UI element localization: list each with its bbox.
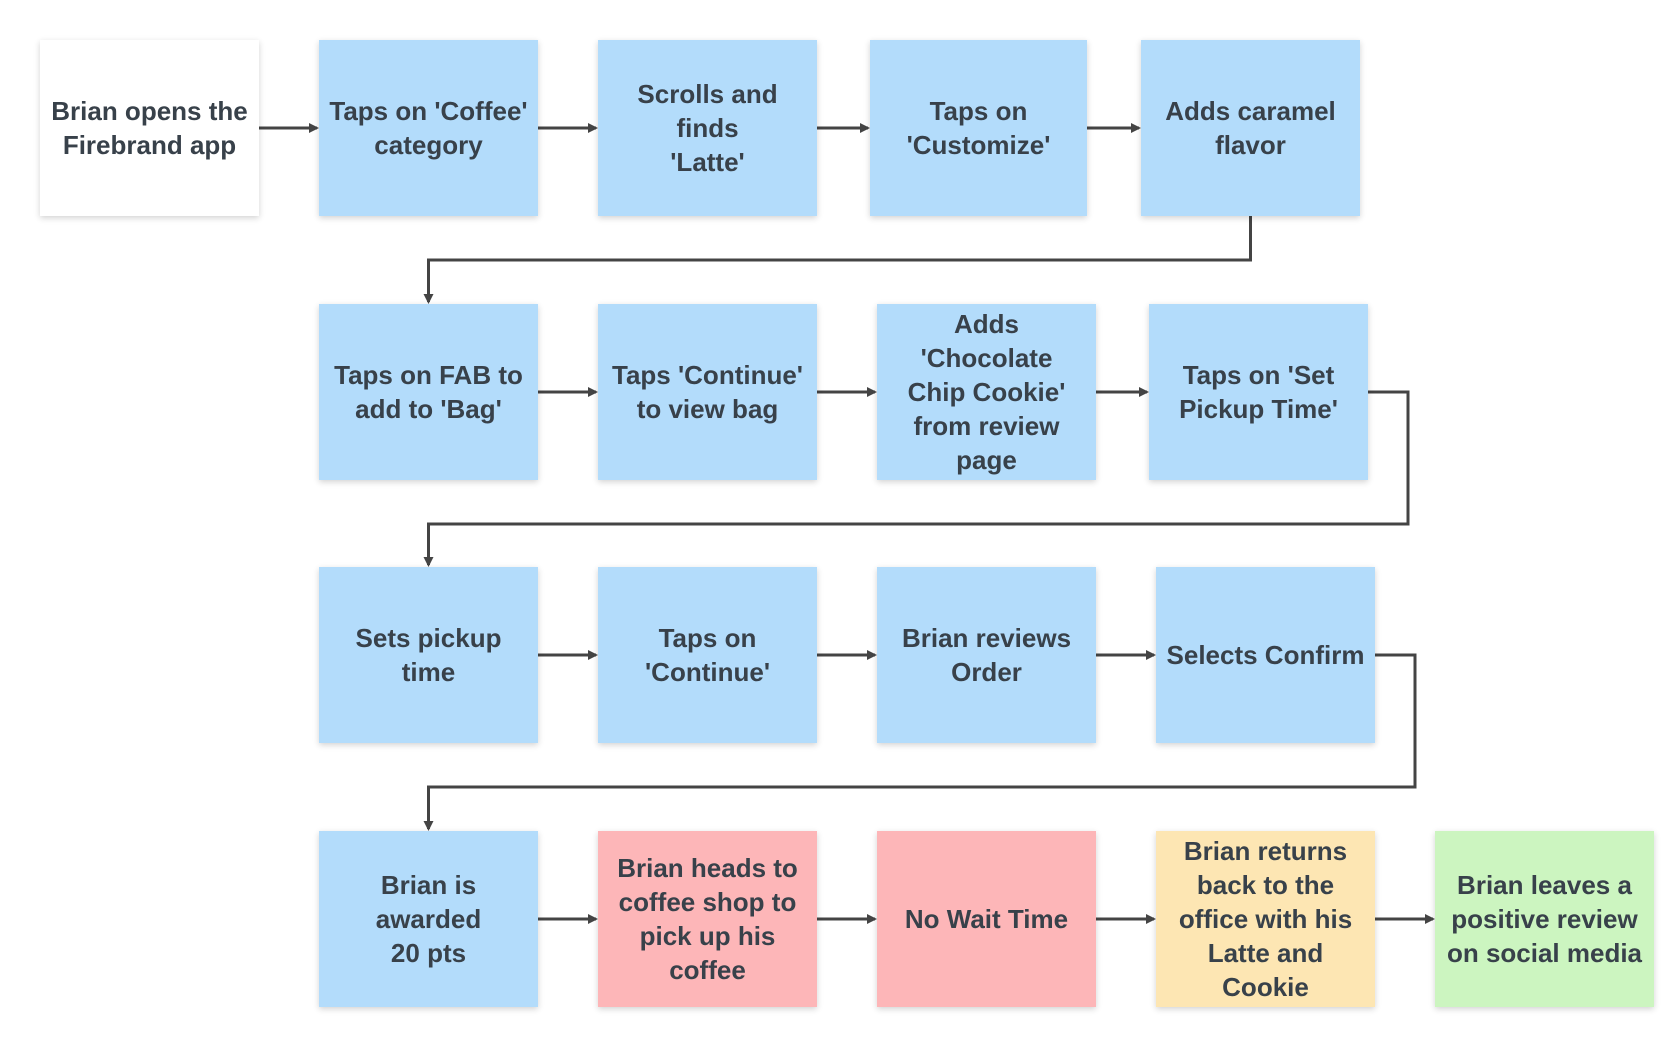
flow-step-4: Taps on 'Customize' xyxy=(870,40,1087,216)
flow-step-label: Brian heads to coffee shop to pick up hi… xyxy=(617,853,798,985)
flow-step-3: Scrolls and finds 'Latte' xyxy=(598,40,817,216)
flow-step-9: Taps on 'Set Pickup Time' xyxy=(1149,304,1368,480)
flow-step-18: Brian leaves a positive review on social… xyxy=(1435,831,1654,1007)
flow-step-17: Brian returns back to the office with hi… xyxy=(1156,831,1375,1007)
flow-step-label: Brian returns back to the office with hi… xyxy=(1178,836,1353,1002)
flow-step-10: Sets pickup time xyxy=(319,567,538,743)
flow-step-8: Adds 'Chocolate Chip Cookie' from review… xyxy=(877,304,1096,480)
flow-step-label: Selects Confirm xyxy=(1166,640,1365,670)
flow-step-7: Taps 'Continue' to view bag xyxy=(598,304,817,480)
flow-step-12: Brian reviews Order xyxy=(877,567,1096,743)
flow-step-label: Adds 'Chocolate Chip Cookie' from review… xyxy=(907,309,1066,475)
flow-step-label: Taps on 'Customize' xyxy=(906,96,1051,160)
flow-step-label: Taps on 'Coffee' category xyxy=(329,96,528,160)
flow-step-13: Selects Confirm xyxy=(1156,567,1375,743)
flow-step-15: Brian heads to coffee shop to pick up hi… xyxy=(598,831,817,1007)
flow-wrap-arrow xyxy=(423,216,1252,304)
flow-step-label: Taps on 'Set Pickup Time' xyxy=(1179,360,1338,424)
flow-step-label: Brian opens the Firebrand app xyxy=(51,96,248,160)
flow-step-14: Brian is awarded 20 pts xyxy=(319,831,538,1007)
flow-step-1: Brian opens the Firebrand app xyxy=(40,40,259,216)
flow-step-6: Taps on FAB to add to 'Bag' xyxy=(319,304,538,480)
flow-step-label: Taps on FAB to add to 'Bag' xyxy=(334,360,523,424)
flow-step-5: Adds caramel flavor xyxy=(1141,40,1360,216)
flow-step-label: Adds caramel flavor xyxy=(1165,96,1336,160)
flow-step-11: Taps on 'Continue' xyxy=(598,567,817,743)
flow-step-16: No Wait Time xyxy=(877,831,1096,1007)
flow-step-label: Taps 'Continue' to view bag xyxy=(612,360,803,424)
flow-step-label: Sets pickup time xyxy=(355,623,502,687)
flow-step-2: Taps on 'Coffee' category xyxy=(319,40,538,216)
flow-step-label: Taps on 'Continue' xyxy=(644,623,770,687)
flow-step-label: Scrolls and finds 'Latte' xyxy=(637,79,778,177)
flow-step-label: Brian reviews Order xyxy=(901,623,1072,687)
flow-step-label: No Wait Time xyxy=(904,904,1069,934)
flow-step-label: Brian is awarded 20 pts xyxy=(375,870,482,968)
flow-step-label: Brian leaves a positive review on social… xyxy=(1446,870,1643,968)
